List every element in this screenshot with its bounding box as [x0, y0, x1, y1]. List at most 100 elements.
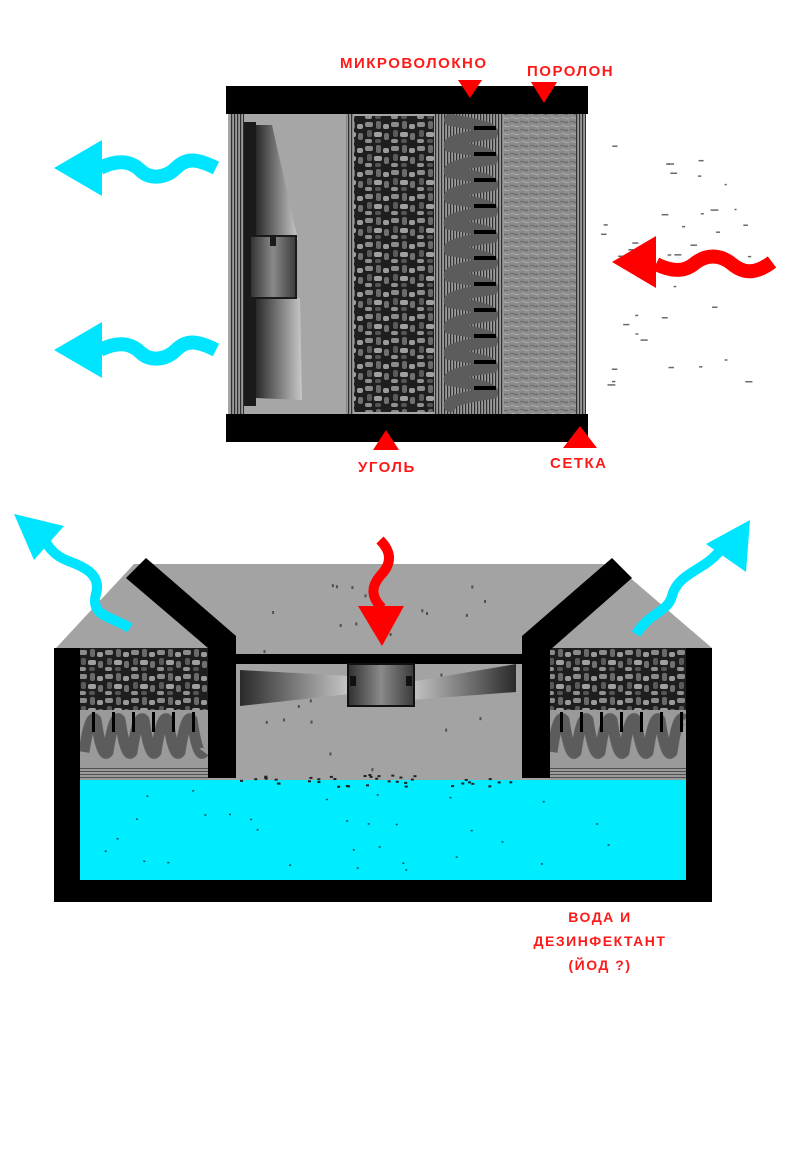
dust-speck	[283, 718, 286, 722]
dust-speck	[674, 254, 682, 256]
dust-speck	[345, 785, 349, 788]
dust-speck	[698, 159, 704, 162]
dust-speck	[734, 208, 737, 211]
dust-speck	[640, 339, 648, 341]
water-reservoir	[80, 780, 686, 880]
dust-speck	[745, 380, 753, 383]
top-housing-bar	[226, 86, 588, 114]
dust-speck	[265, 720, 268, 724]
dust-speck	[333, 778, 337, 781]
dust-speck	[743, 224, 748, 226]
dust-speck	[697, 175, 702, 177]
water-speck	[470, 829, 473, 832]
dust-speck	[635, 314, 639, 317]
dust-speck	[700, 213, 704, 215]
dust-speck	[307, 780, 311, 783]
spacer-tick	[620, 712, 623, 732]
spacer-tick	[474, 334, 496, 338]
dust-speck	[603, 224, 608, 226]
spacer-tick	[474, 256, 496, 260]
water-speck	[540, 863, 543, 865]
water-speck	[346, 820, 349, 822]
dust-speck	[484, 599, 487, 603]
spacer-tick	[474, 308, 496, 312]
foam-pointer-triangle-icon	[531, 82, 557, 103]
dust-speck	[351, 586, 354, 590]
dust-speck	[724, 359, 728, 361]
water-speck	[325, 798, 328, 801]
dust-speck	[661, 317, 668, 319]
water-speck	[378, 846, 381, 848]
dust-speck	[263, 650, 266, 654]
water-speck	[356, 867, 359, 869]
dust-speck	[611, 368, 618, 371]
water-speck	[376, 794, 379, 796]
water-speck	[143, 860, 146, 862]
dust-speck	[387, 780, 391, 783]
dust-speck	[309, 776, 313, 779]
dust-speck	[465, 613, 468, 617]
water-speck	[596, 823, 599, 825]
dust-speck	[666, 163, 675, 165]
dust-speck	[747, 255, 752, 258]
dust-speck	[628, 249, 634, 251]
dust-speck	[317, 781, 321, 784]
spacer-tick	[600, 712, 603, 732]
foam-label: ПОРОЛОН	[527, 63, 614, 80]
water-particles	[104, 790, 610, 871]
dust-particles	[240, 584, 513, 788]
water-caption-line-3: (ЙОД ?)	[568, 956, 631, 973]
water-speck	[501, 841, 504, 843]
spacer-tick	[152, 712, 155, 732]
dust-speck	[611, 380, 616, 383]
dust-speck	[724, 183, 727, 186]
dust-particles	[601, 145, 753, 386]
dust-speck	[497, 781, 501, 784]
exhaust-arrow-icon	[14, 514, 133, 633]
water-speck	[352, 849, 355, 851]
water-speck	[367, 823, 370, 825]
fan-icon	[244, 122, 302, 406]
dust-speck	[391, 774, 395, 777]
dust-speck	[668, 366, 674, 369]
spacer-tick	[132, 712, 135, 732]
dust-speck	[464, 778, 468, 781]
spacer-tick	[474, 282, 496, 286]
water-speck	[405, 869, 408, 871]
dust-speck	[509, 781, 513, 784]
water-speck	[192, 790, 195, 792]
dust-speck	[365, 784, 369, 787]
right-filter-stack	[546, 648, 689, 780]
dust-speck	[667, 254, 672, 256]
fan-icon	[236, 654, 522, 707]
water-speck	[167, 861, 170, 864]
water-speck	[542, 800, 545, 803]
coal-pellets	[354, 116, 434, 412]
dust-speck	[364, 594, 367, 598]
coal-pointer-triangle-icon	[373, 430, 399, 450]
spacer-tick	[640, 712, 643, 732]
dust-speck	[272, 610, 275, 614]
dust-speck	[670, 172, 678, 175]
spacer-tick	[474, 152, 496, 156]
dust-speck	[254, 778, 258, 781]
dust-speck	[329, 752, 332, 756]
dust-speck	[404, 785, 408, 788]
dust-speck	[339, 624, 342, 628]
dust-speck	[699, 366, 703, 368]
water-speck	[146, 795, 149, 797]
water-speck	[135, 818, 138, 820]
spacer-tick	[474, 126, 496, 130]
spacer-tick	[580, 712, 583, 732]
dust-speck	[471, 782, 475, 785]
dust-speck	[635, 333, 639, 335]
water-speck	[289, 864, 292, 866]
dust-speck	[413, 775, 417, 778]
dust-speck	[375, 777, 379, 780]
water-speck	[256, 829, 259, 831]
exhaust-arrow-icon	[631, 520, 750, 637]
dust-speck	[673, 285, 677, 288]
dust-speck	[451, 785, 455, 788]
dust-speck	[274, 778, 278, 781]
bottom-water-filter-unit: ВОДА И ДЕЗИНФЕКТАНТ (ЙОД ?)	[14, 514, 750, 973]
